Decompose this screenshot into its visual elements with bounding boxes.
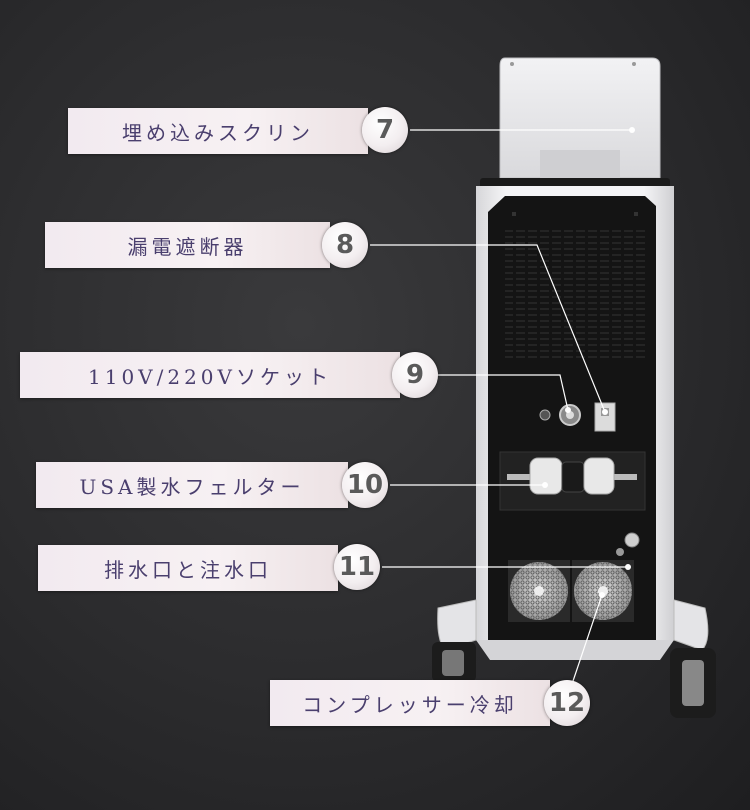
callout-label-drain-ports: 排水口と注水口 bbox=[38, 545, 338, 591]
callout-label-compressor-cooling: コンプレッサー冷却 bbox=[270, 680, 550, 726]
callout-label-water-filter: USA製水フェルター bbox=[36, 462, 348, 508]
drain-port bbox=[624, 532, 640, 548]
base-right bbox=[673, 599, 709, 651]
vent-grille bbox=[505, 230, 645, 360]
base-front bbox=[476, 640, 674, 660]
water-filter bbox=[499, 451, 646, 511]
embedded-screen bbox=[499, 57, 661, 179]
callout-number-12: 12 bbox=[544, 680, 590, 726]
callout-number-11: 11 bbox=[334, 544, 380, 590]
cooling-fan-right bbox=[572, 560, 634, 622]
callout-label-leakage-breaker: 漏電遮断器 bbox=[45, 222, 330, 268]
caster-right bbox=[670, 648, 716, 718]
caster-left bbox=[432, 642, 476, 682]
callout-label-socket: 110V/220Vソケット bbox=[20, 352, 400, 398]
callout-label-embedded-screen: 埋め込みスクリン bbox=[68, 108, 368, 154]
callout-number-7: 7 bbox=[362, 107, 408, 153]
callout-number-10: 10 bbox=[342, 462, 388, 508]
leader-lines bbox=[370, 129, 632, 691]
callout-number-8: 8 bbox=[322, 222, 368, 268]
cooling-fan-left bbox=[508, 560, 570, 622]
leakage-breaker bbox=[594, 402, 616, 432]
callout-number-9: 9 bbox=[392, 352, 438, 398]
base-left bbox=[437, 599, 477, 651]
